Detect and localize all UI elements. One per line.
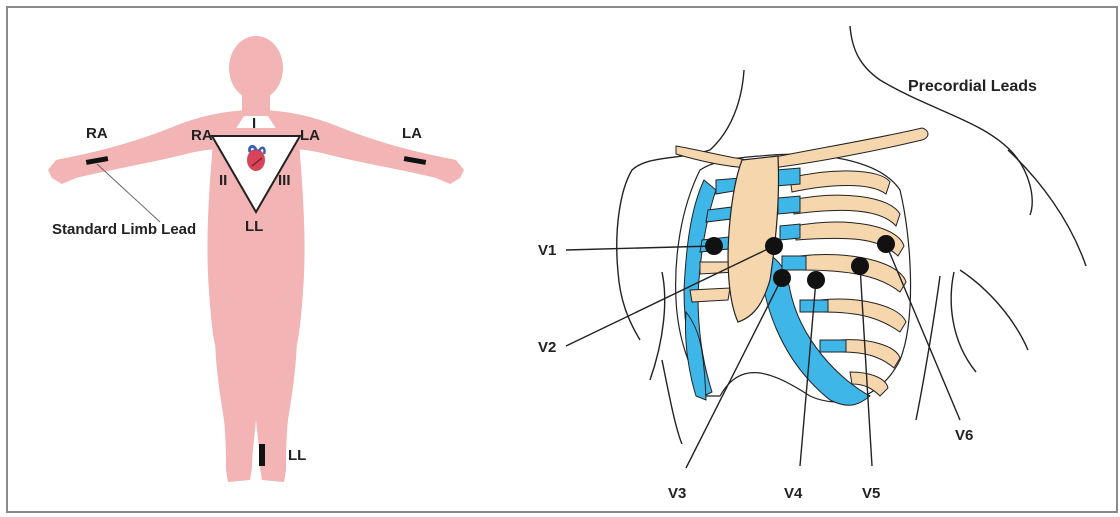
lead-i-label: I	[252, 115, 256, 132]
v6-electrode	[877, 235, 895, 253]
v3-electrode	[773, 269, 791, 287]
ra-triangle-label: RA	[191, 127, 213, 144]
v6-label: V6	[955, 427, 973, 444]
v1-electrode	[705, 237, 723, 255]
ll-ankle-label: LL	[288, 447, 306, 464]
lead-iii-label: III	[278, 172, 291, 189]
ll-electrode	[259, 444, 265, 466]
v5-label: V5	[862, 485, 880, 502]
ra-wrist-label: RA	[86, 125, 108, 142]
v1-label: V1	[538, 242, 556, 259]
lead-ii-label: II	[219, 172, 227, 189]
v4-label: V4	[784, 485, 803, 502]
standard-limb-lead-caption: Standard Limb Lead	[52, 221, 196, 238]
v2-electrode	[765, 237, 783, 255]
v5-electrode	[851, 257, 869, 275]
v3-label: V3	[668, 485, 686, 502]
human-body-figure	[48, 36, 464, 482]
v4-electrode	[807, 271, 825, 289]
ll-triangle-label: LL	[245, 218, 263, 235]
precordial-leads-title: Precordial Leads	[908, 78, 1037, 95]
v2-label: V2	[538, 339, 556, 356]
la-triangle-label: LA	[300, 127, 320, 144]
la-wrist-label: LA	[402, 125, 422, 142]
rib-cage	[676, 154, 911, 405]
caption-pointer-line	[97, 164, 160, 222]
